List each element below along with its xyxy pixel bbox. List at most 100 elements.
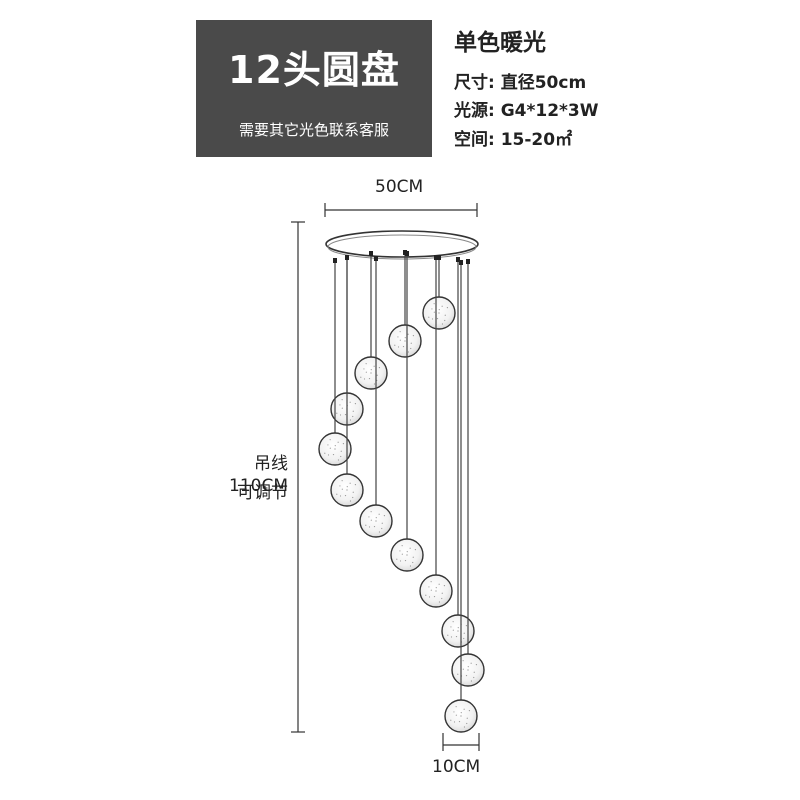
cable-anchor xyxy=(437,255,441,260)
ball-texture-dot xyxy=(404,559,407,562)
ball-texture-dot xyxy=(337,459,340,461)
ball-texture-dot xyxy=(370,519,372,521)
title-box: 12头圆盘 需要其它光色联系客服 xyxy=(196,20,432,157)
ball-texture-dot xyxy=(455,714,457,716)
ball-texture-dot xyxy=(339,414,342,416)
ball-texture-dot xyxy=(473,676,475,679)
ball-texture-dot xyxy=(453,721,456,723)
ball-texture-dot xyxy=(349,482,351,484)
pendants xyxy=(318,250,485,733)
ball-texture-dot xyxy=(373,383,376,385)
spec-space: 空间: 15-20㎡ xyxy=(454,130,573,150)
light-color-heading: 单色暖光 xyxy=(454,30,546,56)
ball-texture-dot xyxy=(341,399,343,401)
ball-texture-dot xyxy=(450,636,453,638)
ball-texture-dot xyxy=(397,346,400,348)
ball-texture-dot xyxy=(433,311,435,313)
ball-texture-dot xyxy=(407,333,409,335)
ball-texture-dot xyxy=(412,335,415,337)
ball-texture-dot xyxy=(412,561,414,564)
ball-texture-dot xyxy=(430,581,432,583)
ball-texture-dot xyxy=(399,339,401,341)
ball-texture-dot xyxy=(463,637,465,640)
ball-texture-dot xyxy=(375,520,377,522)
ball-texture-dot xyxy=(349,401,351,403)
ball-texture-dot xyxy=(352,415,354,418)
ball-texture-dot xyxy=(327,454,330,456)
cable-anchor xyxy=(459,260,463,265)
ball-texture-dot xyxy=(397,336,399,338)
ball-texture-dot xyxy=(433,303,435,305)
ball-texture-dot xyxy=(466,717,468,719)
ball-texture-dot xyxy=(431,318,434,320)
ball-texture-dot xyxy=(470,662,472,664)
ball-texture-dot xyxy=(381,527,383,530)
ball-texture-dot xyxy=(332,453,335,456)
ball-texture-dot xyxy=(340,450,342,452)
canopy-disc xyxy=(325,230,479,258)
ball-texture-dot xyxy=(452,629,454,631)
ball-texture-dot xyxy=(341,407,343,409)
ball-texture-dot xyxy=(431,308,433,310)
ball-texture-dot xyxy=(462,668,464,670)
ball-texture-dot xyxy=(378,367,381,369)
ball-texture-dot xyxy=(446,307,449,309)
ball-texture-dot xyxy=(334,445,336,447)
top-width-label: 50CM xyxy=(375,177,424,197)
ball-texture-dot xyxy=(466,722,468,725)
ball-texture-dot xyxy=(457,627,459,629)
ball-texture-dot xyxy=(452,621,454,623)
ball-texture-dot xyxy=(401,553,403,555)
ball-texture-dot xyxy=(363,368,365,370)
ball-texture-dot xyxy=(340,455,342,458)
ball-texture-dot xyxy=(444,319,446,322)
ball-texture-dot xyxy=(344,413,347,416)
ball-texture-dot xyxy=(457,630,459,632)
ball-texture-dot xyxy=(402,345,405,348)
ball-texture-dot xyxy=(352,410,354,412)
ball-texture-dot xyxy=(329,439,331,441)
cable-adjustable-label: 可调节 xyxy=(237,483,288,503)
ball-texture-dot xyxy=(394,344,396,346)
cable-anchor xyxy=(345,255,349,260)
ball-texture-dot xyxy=(441,592,443,594)
cable-anchor xyxy=(466,259,470,264)
ball-texture-dot xyxy=(339,495,342,497)
ball-texture-dot xyxy=(430,589,432,591)
ball-texture-dot xyxy=(373,525,376,528)
ball-texture-dot xyxy=(404,340,406,342)
ball-texture-dot xyxy=(463,632,465,634)
ball-texture-dot xyxy=(341,488,343,490)
ball-texture-dot xyxy=(443,585,446,587)
ball-texture-dot xyxy=(339,404,341,406)
ball-texture-dot xyxy=(406,551,408,553)
cable-anchor xyxy=(434,255,438,260)
ball-texture-dot xyxy=(409,547,411,549)
canopy-disc-rim xyxy=(327,234,477,260)
ball-texture-dot xyxy=(401,545,403,547)
ball-texture-dot xyxy=(336,493,338,495)
ball-texture-dot xyxy=(447,634,449,636)
ball-texture-dot xyxy=(365,363,367,365)
ball-texture-dot xyxy=(463,726,466,728)
ball-texture-dot xyxy=(346,489,348,491)
ball-texture-dot xyxy=(349,500,352,502)
ball-texture-dot xyxy=(436,317,439,320)
ball-texture-dot xyxy=(414,549,417,551)
ball-texture-dot xyxy=(435,590,437,592)
ball-texture-dot xyxy=(473,671,475,673)
ball-texture-dot xyxy=(444,314,446,316)
ball-texture-dot xyxy=(363,378,366,380)
ball-texture-dot xyxy=(354,484,357,486)
ball-texture-dot xyxy=(409,565,412,567)
ball-texture-dot xyxy=(441,597,443,600)
ball-texture-dot xyxy=(450,719,452,721)
ball-texture-dot xyxy=(376,374,378,376)
spec-light-source: 光源: G4*12*3W xyxy=(454,101,599,121)
ball-texture-dot xyxy=(460,715,462,717)
ball-texture-dot xyxy=(344,494,347,497)
ball-texture-dot xyxy=(453,711,455,713)
ball-texture-dot xyxy=(365,524,367,526)
ball-texture-dot xyxy=(412,556,414,558)
ball-texture-dot xyxy=(399,550,401,552)
